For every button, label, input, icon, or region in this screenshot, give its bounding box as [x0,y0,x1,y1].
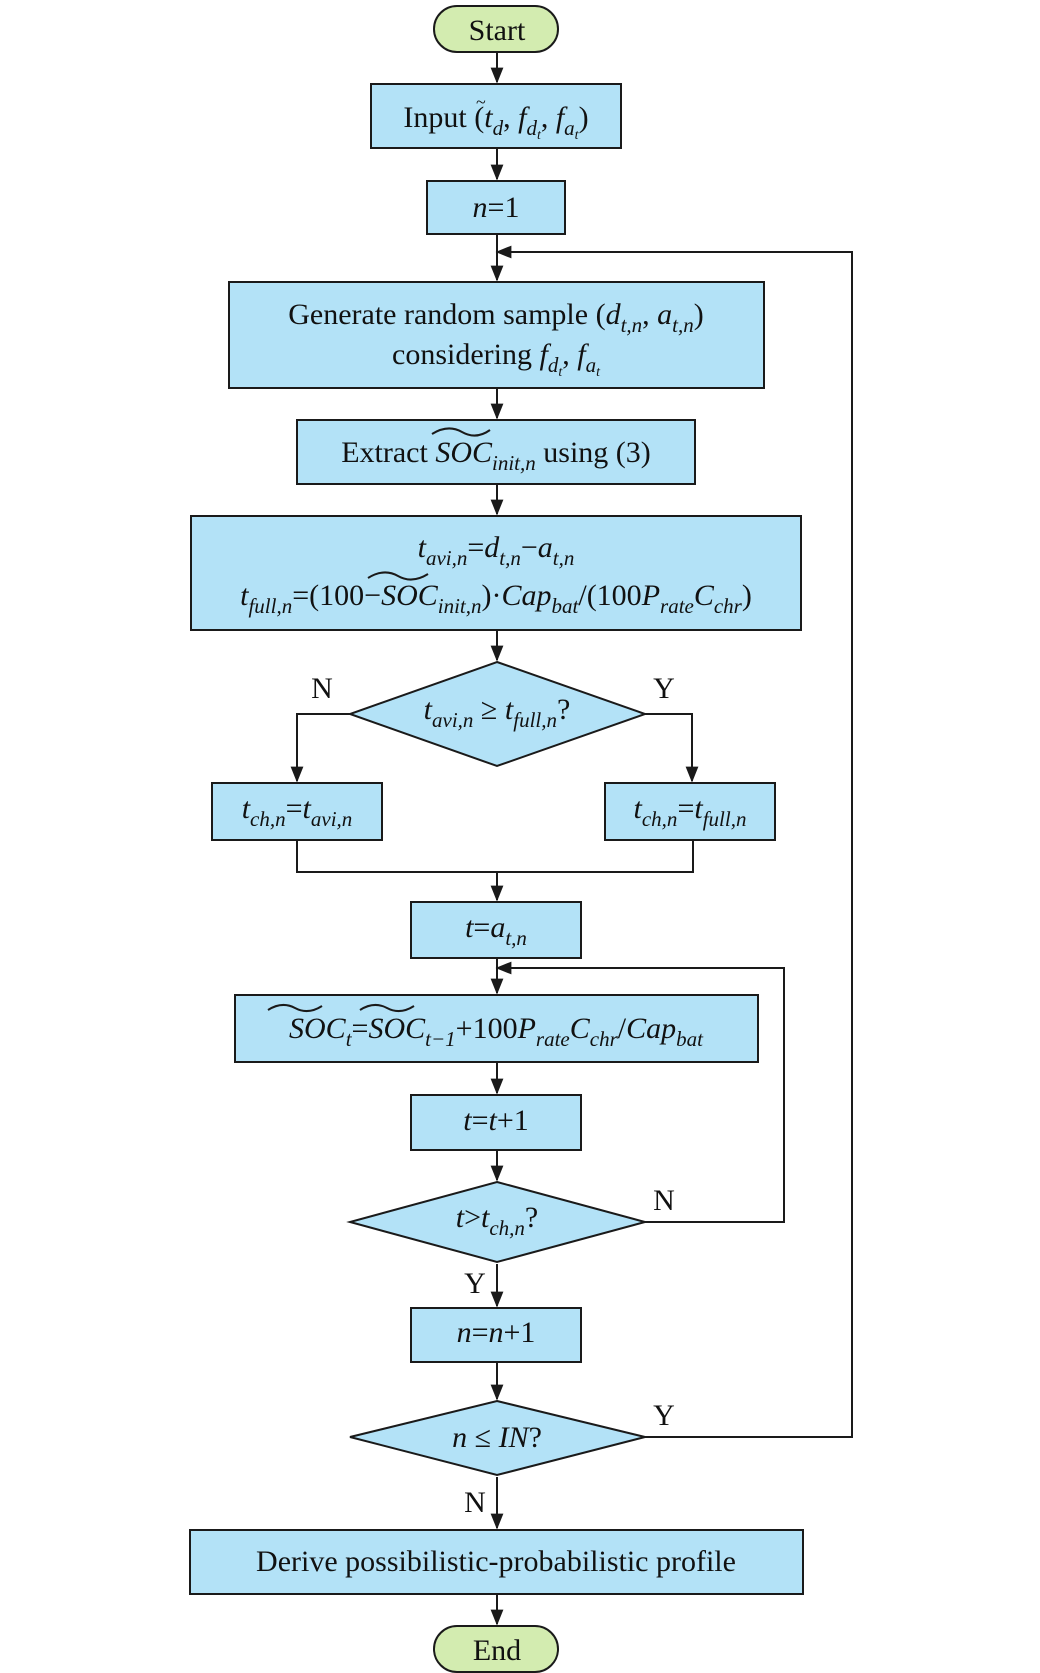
connectors [290,52,853,1626]
decision2-no-label: N [653,1184,675,1217]
t-init-text: t=at,n [465,911,527,950]
decision1-text: tavi,n ≥ tfull,n? [424,693,571,732]
generate-line2: considering fdt, fat [392,338,601,380]
decision3-text: n ≤ IN? [452,1421,542,1454]
merge-line [296,840,694,873]
soc-update-node: SOCt=SOCt−1+100PrateCchr/Capbat [234,994,759,1063]
tch-avi-node: tch,n=tavi,n [211,782,383,841]
arrow-decision1-yes [645,713,699,783]
decision1-yes-label: Y [653,672,675,705]
decision-t-gt-tch: t>tch,n? [346,1180,649,1264]
decision-n-le-in: n ≤ IN? [349,1399,646,1477]
init-n-node: n=1 [426,180,566,235]
input-node: Input (td, fdt, fat) ~ [370,83,622,149]
input-text: Input (td, fdt, fat) [403,101,588,143]
soc-tilde-mark-2 [367,571,429,581]
n-inc-node: n=n+1 [410,1307,582,1363]
tilde-mark: ~ [476,92,486,112]
extract-text: Extract SOCinit,n using (3) [341,436,651,475]
soc-tilde-mark-4 [359,1004,415,1012]
t-inc-node: t=t+1 [410,1094,582,1151]
decision1-no-label: N [311,672,333,705]
decision2-text: t>tch,n? [456,1201,539,1240]
tch-avi-text: tch,n=tavi,n [242,792,353,831]
soc-tilde-mark [431,427,491,437]
derive-node: Derive possibilistic-probabilistic profi… [189,1529,804,1595]
tch-full-text: tch,n=tfull,n [634,792,747,831]
arrow-decision3-loop [495,245,853,1438]
soc-tilde-mark-3 [267,1004,323,1012]
derive-label: Derive possibilistic-probabilistic profi… [256,1545,736,1578]
extract-node: Extract SOCinit,n using (3) [296,419,696,485]
decision2-yes-label: Y [464,1267,486,1300]
init-n-text: n=1 [473,191,520,224]
start-node: Start [433,5,559,53]
n-inc-text: n=n+1 [457,1316,536,1349]
arrow-decision1-no [290,713,350,783]
generate-line1: Generate random sample (dt,n, at,n) [288,298,704,337]
time-calc-node: tavi,n=dt,n−at,n tfull,n=(100−SOCinit,n)… [190,515,802,631]
tfull-equation: tfull,n=(100−SOCinit,n)·Capbat/(100Prate… [240,579,752,618]
decision-tavi-ge-tfull: tavi,n ≥ tfull,n? [347,660,649,768]
generate-node: Generate random sample (dt,n, at,n) cons… [228,281,765,389]
t-inc-text: t=t+1 [463,1104,529,1137]
soc-update-text: SOCt=SOCt−1+100PrateCchr/Capbat [289,1012,704,1051]
start-label: Start [469,14,526,47]
end-label: End [473,1634,521,1667]
decision3-no-label: N [464,1486,486,1519]
arrow-decision2-loop [495,961,785,1223]
tavi-equation: tavi,n=dt,n−at,n [418,531,575,570]
tch-full-node: tch,n=tfull,n [604,782,776,841]
end-node: End [433,1625,559,1673]
decision3-yes-label: Y [653,1399,675,1432]
t-init-node: t=at,n [410,901,582,959]
